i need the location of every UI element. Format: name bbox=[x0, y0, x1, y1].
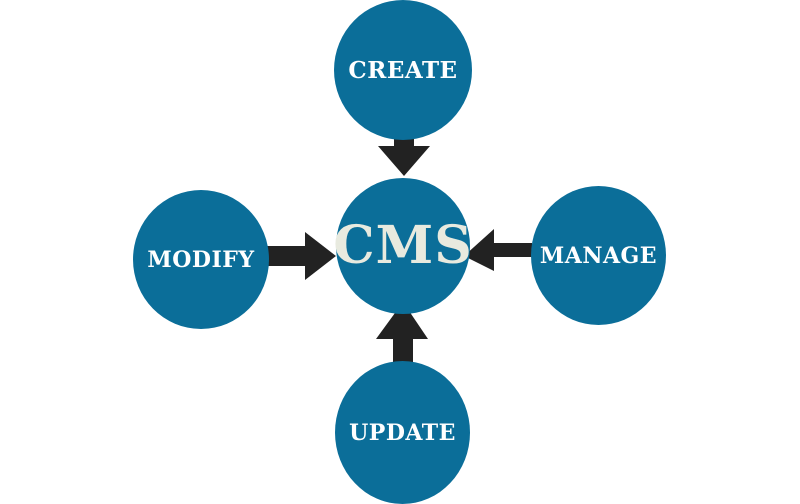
arrow-manage-to-cms bbox=[464, 229, 532, 271]
update-label: UPDATE bbox=[349, 419, 456, 446]
manage-label: MANAGE bbox=[539, 242, 658, 269]
manage-node: MANAGE bbox=[531, 186, 666, 325]
create-node: CREATE bbox=[334, 0, 472, 140]
cms-center-node: CMS bbox=[333, 178, 473, 314]
modify-node: MODIFY bbox=[133, 190, 269, 329]
arrow-modify-to-cms bbox=[255, 232, 336, 280]
modify-label: MODIFY bbox=[147, 246, 255, 273]
arrow-create-to-cms bbox=[378, 114, 430, 176]
create-label: CREATE bbox=[348, 56, 458, 84]
update-node: UPDATE bbox=[335, 361, 470, 504]
arrow-update-to-cms bbox=[376, 302, 428, 376]
cms-label: CMS bbox=[333, 215, 473, 276]
